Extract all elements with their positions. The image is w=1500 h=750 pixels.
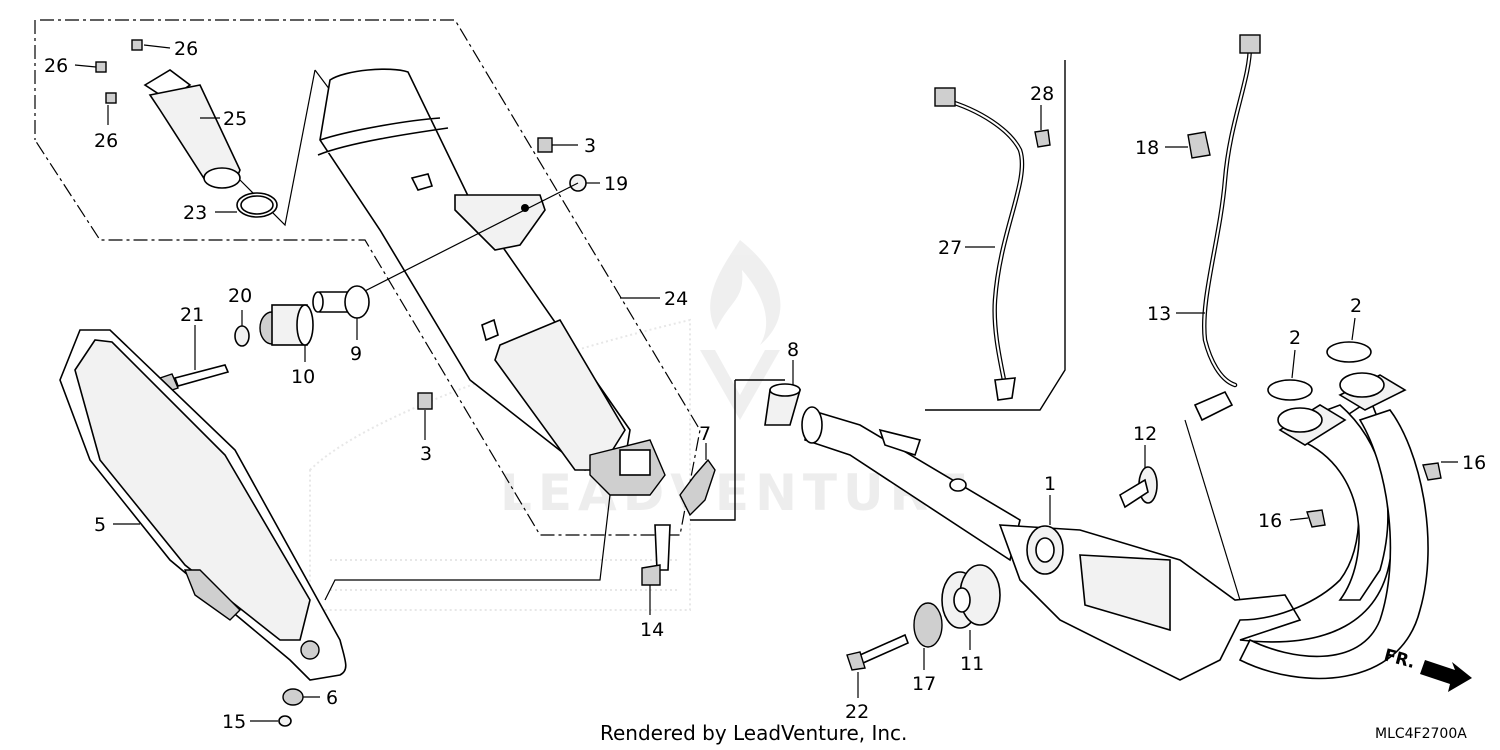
callout-labels: 26 26 26 25 23 3 19 24 20 21 10 9 3 8 7 … <box>44 38 1486 733</box>
collar-9 <box>312 285 370 319</box>
grommet-leader <box>354 182 579 297</box>
muffler <box>317 68 666 496</box>
callout-23: 23 <box>183 202 207 224</box>
bolt-15 <box>278 715 292 727</box>
diagram-code: MLC4F2700A <box>1375 726 1467 742</box>
rubber-mount-10 <box>259 304 314 346</box>
clamp-18 <box>1187 131 1211 159</box>
exhaust-flanges <box>1277 372 1407 446</box>
nut-16-lower <box>1306 509 1326 528</box>
gasket-2-upper <box>1326 341 1372 363</box>
callout-10: 10 <box>291 366 315 388</box>
callout-17: 17 <box>912 673 936 695</box>
callout-9: 9 <box>350 343 362 365</box>
callout-16: 16 <box>1258 510 1282 532</box>
nut-16-right <box>1422 462 1442 481</box>
washer-17 <box>913 602 943 648</box>
callout-11: 11 <box>960 653 984 675</box>
bracket-7 <box>679 458 716 517</box>
collar-6 <box>282 688 304 706</box>
rendered-by-footer: Rendered by LeadVenture, Inc. <box>600 721 907 745</box>
callout-14: 14 <box>640 619 664 641</box>
callout-6: 6 <box>326 687 338 709</box>
gasket-8 <box>764 383 802 426</box>
fr-label: FR. <box>1382 646 1418 673</box>
o2-sensor-13 <box>1184 34 1261 601</box>
mount-rubber-11 <box>941 564 1001 629</box>
callout-12: 12 <box>1133 423 1157 445</box>
callout-26: 26 <box>44 55 68 77</box>
callout-5: 5 <box>94 514 106 536</box>
heat-shield-leader <box>324 494 611 601</box>
clip-3-upper <box>537 137 553 153</box>
callout-26: 26 <box>94 130 118 152</box>
heat-shield <box>59 329 347 681</box>
o2-sensor-27 <box>934 87 1025 401</box>
sensor-frame-27 <box>925 60 1066 411</box>
callout-16: 16 <box>1462 452 1486 474</box>
front-direction-arrow: FR. <box>1382 646 1472 692</box>
bolt-26-group <box>95 39 143 104</box>
gasket-leader-line-2 <box>314 69 331 91</box>
exhaust-pipe <box>801 398 1429 681</box>
callout-leaders <box>74 44 1458 722</box>
callout-25: 25 <box>223 108 247 130</box>
background-logo <box>309 318 691 611</box>
connector-pipe <box>143 69 278 218</box>
bolt-22 <box>846 633 910 671</box>
callout-15: 15 <box>222 711 246 733</box>
callout-18: 18 <box>1135 137 1159 159</box>
callout-19: 19 <box>604 173 628 195</box>
bracket-8 <box>690 379 785 521</box>
clamp-28 <box>1034 129 1051 148</box>
callout-22: 22 <box>845 701 869 723</box>
bolt-14 <box>641 524 671 586</box>
callout-13: 13 <box>1147 303 1171 325</box>
callout-20: 20 <box>228 285 252 307</box>
callout-3: 3 <box>584 135 596 157</box>
callout-3: 3 <box>420 443 432 465</box>
stud-12 <box>1118 466 1158 509</box>
callout-26: 26 <box>174 38 198 60</box>
callout-2: 2 <box>1289 327 1301 349</box>
callout-7: 7 <box>699 423 711 445</box>
washer-20 <box>234 325 250 347</box>
callout-2: 2 <box>1350 295 1362 317</box>
gasket-2-lower <box>1267 379 1313 401</box>
callout-27: 27 <box>938 237 962 259</box>
muffler-group-outline <box>34 19 701 536</box>
callout-8: 8 <box>787 339 799 361</box>
callout-24: 24 <box>664 288 688 310</box>
clip-3-lower <box>417 392 433 410</box>
callout-21: 21 <box>180 304 204 326</box>
callout-1: 1 <box>1044 473 1056 495</box>
callout-28: 28 <box>1030 83 1054 105</box>
